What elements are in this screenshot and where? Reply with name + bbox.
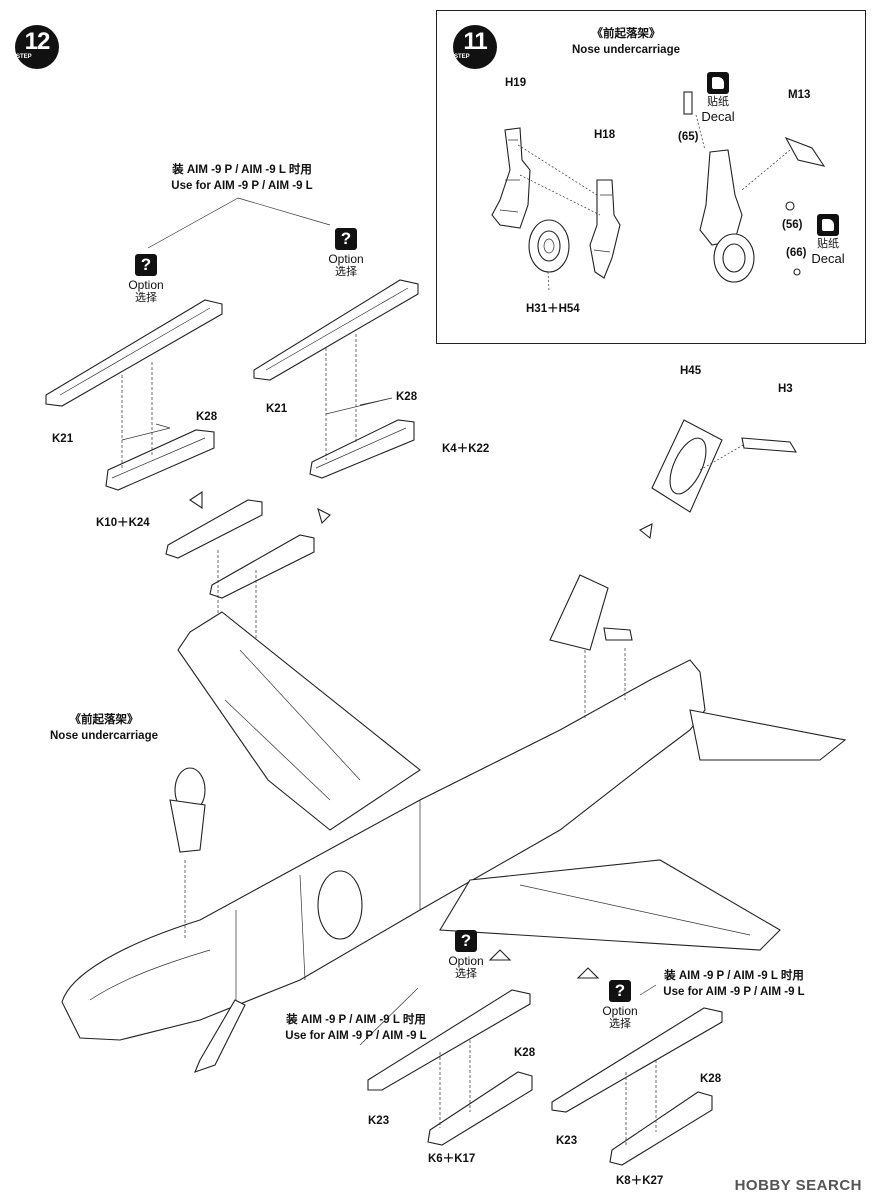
wheel-h31-h54 (528, 219, 570, 273)
label-k28-bottom-left: K28 (514, 1047, 536, 1059)
aircraft-fuselage (61, 659, 706, 1041)
question-icon: ? (335, 228, 357, 250)
nose-gear-main (169, 767, 206, 853)
nose-gear-h19 (491, 127, 531, 229)
label-h18: H18 (594, 129, 616, 141)
decal-icon (817, 214, 839, 236)
use-for-en: Use for AIM -9 P / AIM -9 L (663, 986, 805, 998)
step12-number: 12 (24, 28, 51, 55)
use-for-note-top: 装 AIM -9 P / AIM -9 L 时用 Use for AIM -9 … (142, 162, 342, 194)
step11-number: 11 (463, 28, 487, 55)
aircraft-wing-left (177, 611, 421, 831)
step-badge-icon (453, 25, 497, 69)
aircraft-canopy-frame (549, 574, 633, 651)
question-icon: ? (609, 980, 631, 1002)
label-k23-left: K23 (368, 1115, 390, 1127)
step-badge-icon (15, 25, 59, 69)
option-zh: 选择 (609, 1018, 631, 1030)
label-k10-k24: K10＋K24 (96, 517, 150, 529)
option-note-bottom-right: ? Option 选择 (590, 980, 650, 1031)
aircraft-wing-right (439, 859, 781, 951)
label-56: (56) (782, 219, 803, 231)
decal-icon (707, 72, 729, 94)
pylon-k6-k17 (427, 1071, 533, 1146)
decal-en: Decal (811, 251, 845, 266)
label-h31-h54: H31＋H54 (526, 303, 580, 315)
label-k21-left: K21 (52, 433, 74, 445)
option-en: Option (328, 252, 364, 266)
step12-word: STEP (16, 54, 32, 60)
label-k28-bottom-right: K28 (700, 1073, 722, 1085)
use-for-zh: 装 AIM -9 P / AIM -9 L 时用 (664, 970, 804, 982)
pylon-k8-k27 (609, 1091, 713, 1166)
decal-note-right: 贴纸 Decal (798, 214, 858, 266)
label-k21-right: K21 (266, 403, 288, 415)
use-for-note-bottom-left: 装 AIM -9 P / AIM -9 L 时用 Use for AIM -9 … (276, 1012, 436, 1044)
label-66: (66) (786, 247, 807, 259)
question-icon: ? (135, 254, 157, 276)
pylon-mid-2 (209, 534, 315, 599)
step11-frame (436, 10, 866, 344)
step11-title: 《前起落架》 Nose undercarriage (566, 26, 686, 58)
label-h19: H19 (505, 77, 527, 89)
nose-undercarriage-note: 《前起落架》 Nose undercarriage (44, 712, 164, 744)
option-note-left: ? Option 选择 (116, 254, 176, 305)
option-zh: 选择 (455, 968, 477, 980)
hobby-search-watermark: HOBBY SEARCH (734, 1177, 862, 1194)
pylon-k4-k22 (309, 419, 415, 479)
label-k28-right: K28 (396, 391, 418, 403)
decal-zh: 贴纸 (817, 238, 839, 250)
nose-undercarriage-en: Nose undercarriage (49, 730, 158, 742)
direction-arrows (189, 490, 653, 979)
label-k6-k17: K6＋K17 (428, 1153, 476, 1165)
launcher-rail-k23-right (551, 1007, 723, 1113)
use-for-zh: 装 AIM -9 P / AIM -9 L 时用 (286, 1014, 426, 1026)
launcher-rail-k21-left (45, 299, 223, 407)
label-k23-right: K23 (556, 1135, 578, 1147)
decal-zh: 贴纸 (707, 96, 729, 108)
use-for-zh: 装 AIM -9 P / AIM -9 L 时用 (172, 164, 312, 176)
step11-word: STEP (454, 54, 470, 60)
step11-title-en: Nose undercarriage (571, 44, 680, 56)
step11-title-zh: 《前起落架》 (591, 28, 661, 40)
step12-badge: 12 STEP (14, 24, 60, 70)
launcher-rail-k23-left (367, 989, 531, 1091)
option-en: Option (602, 1004, 638, 1018)
pylon-k10-k24 (105, 429, 215, 491)
label-m13: M13 (788, 89, 811, 101)
option-zh: 选择 (335, 266, 357, 278)
part-h3 (741, 437, 798, 453)
nose-gear-h18 (589, 179, 621, 279)
use-for-en: Use for AIM -9 P / AIM -9 L (171, 180, 313, 192)
canopy-h45 (651, 419, 723, 513)
nose-gear-assembled (683, 91, 826, 283)
label-k8-k27: K8＋K27 (616, 1175, 664, 1187)
nose-undercarriage-zh: 《前起落架》 (69, 714, 139, 726)
option-note-bottom-left: ? Option 选择 (436, 930, 496, 981)
label-h45: H45 (680, 365, 702, 377)
step11-badge: 11 STEP (452, 24, 498, 70)
label-h3: H3 (778, 383, 793, 395)
decal-en: Decal (701, 109, 735, 124)
option-en: Option (128, 278, 164, 292)
launcher-rail-k21-right (253, 279, 419, 381)
question-icon: ? (455, 930, 477, 952)
option-note-right: ? Option 选择 (316, 228, 376, 279)
label-65: (65) (678, 131, 699, 143)
option-zh: 选择 (135, 292, 157, 304)
option-en: Option (448, 954, 484, 968)
label-k4-k22: K4＋K22 (442, 443, 490, 455)
pylon-mid-1 (165, 499, 263, 559)
use-for-en: Use for AIM -9 P / AIM -9 L (285, 1030, 427, 1042)
decal-note-top: 贴纸 Decal (688, 72, 748, 124)
aircraft-tailplane (689, 709, 847, 761)
label-k28-left: K28 (196, 411, 218, 423)
use-for-note-bottom-right: 装 AIM -9 P / AIM -9 L 时用 Use for AIM -9 … (654, 968, 814, 1000)
